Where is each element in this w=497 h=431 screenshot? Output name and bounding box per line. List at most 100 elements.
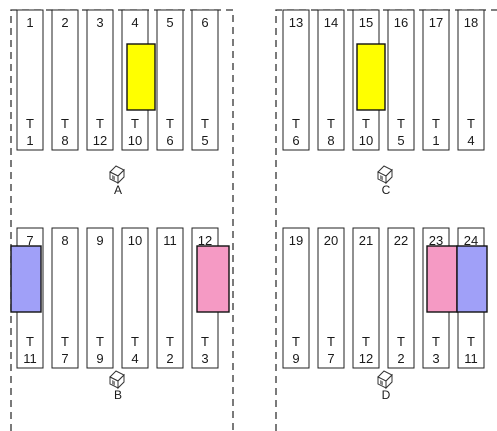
plot-outline bbox=[191, 9, 219, 151]
plot-outline bbox=[156, 227, 184, 369]
plot-outline bbox=[422, 9, 450, 151]
treatment-value: 12 bbox=[93, 133, 107, 148]
plot-5: 5T6 bbox=[156, 9, 184, 151]
plot-highlight bbox=[456, 245, 488, 313]
treatment-prefix: T bbox=[26, 334, 34, 349]
plot-outline bbox=[121, 227, 149, 369]
house-icon bbox=[109, 370, 125, 390]
plot-outline bbox=[457, 9, 485, 151]
plot-number: 23 bbox=[429, 233, 443, 248]
plot-highlight bbox=[126, 43, 156, 111]
treatment-prefix: T bbox=[201, 116, 209, 131]
plot-number: 18 bbox=[464, 15, 478, 30]
treatment-value: 7 bbox=[61, 351, 68, 366]
plot-outline bbox=[387, 227, 415, 369]
treatment-prefix: T bbox=[327, 116, 335, 131]
plot-number: 9 bbox=[96, 233, 103, 248]
plot-outline bbox=[86, 227, 114, 369]
treatment-value: 5 bbox=[201, 133, 208, 148]
treatment-prefix: T bbox=[292, 334, 300, 349]
house-icon bbox=[377, 370, 393, 390]
treatment-prefix: T bbox=[397, 334, 405, 349]
plot-number: 6 bbox=[201, 15, 208, 30]
plot-number: 12 bbox=[198, 233, 212, 248]
treatment-value: 5 bbox=[397, 133, 404, 148]
plot-outline bbox=[352, 227, 380, 369]
treatment-prefix: T bbox=[61, 334, 69, 349]
plot-number: 11 bbox=[163, 233, 177, 248]
plot-number: 2 bbox=[61, 15, 68, 30]
plot-outline bbox=[282, 9, 310, 151]
treatment-value: 4 bbox=[131, 351, 138, 366]
plot-number: 20 bbox=[324, 233, 338, 248]
plot-number: 10 bbox=[128, 233, 142, 248]
plot-outline bbox=[86, 9, 114, 151]
plot-number: 14 bbox=[324, 15, 338, 30]
house-icon bbox=[109, 165, 125, 185]
treatment-value: 11 bbox=[464, 351, 478, 366]
treatment-prefix: T bbox=[166, 116, 174, 131]
block-label: B bbox=[114, 388, 122, 402]
treatment-prefix: T bbox=[397, 116, 405, 131]
plot-highlight bbox=[356, 43, 386, 111]
treatment-value: 3 bbox=[201, 351, 208, 366]
plot-outline bbox=[156, 9, 184, 151]
treatment-value: 6 bbox=[166, 133, 173, 148]
treatment-prefix: T bbox=[467, 116, 475, 131]
plot-number: 3 bbox=[96, 15, 103, 30]
treatment-prefix: T bbox=[362, 334, 370, 349]
treatment-value: 6 bbox=[292, 133, 299, 148]
plot-3: 3T 12 bbox=[86, 9, 114, 151]
block-label: C bbox=[382, 183, 391, 197]
block-label: D bbox=[382, 388, 391, 402]
block-label: A bbox=[114, 183, 122, 197]
treatment-value: 9 bbox=[96, 351, 103, 366]
treatment-prefix: T bbox=[131, 116, 139, 131]
plot-number: 24 bbox=[464, 233, 478, 248]
plot-16: 16T 5 bbox=[387, 9, 415, 151]
treatment-value: 1 bbox=[432, 133, 439, 148]
plot-outline bbox=[317, 227, 345, 369]
plot-number: 7 bbox=[26, 233, 33, 248]
plot-number: 15 bbox=[359, 15, 373, 30]
treatment-prefix: T bbox=[166, 334, 174, 349]
plot-6: 6T 5 bbox=[191, 9, 219, 151]
plot-highlight bbox=[196, 245, 230, 313]
treatment-prefix: T bbox=[96, 334, 104, 349]
plot-number: 16 bbox=[394, 15, 408, 30]
plot-outline bbox=[387, 9, 415, 151]
plot-8: 8T7 bbox=[51, 227, 79, 369]
treatment-prefix: T bbox=[131, 334, 139, 349]
plot-number: 13 bbox=[289, 15, 303, 30]
plot-10: 10T 4 bbox=[121, 227, 149, 369]
plot-highlight bbox=[426, 245, 458, 313]
plot-number: 21 bbox=[359, 233, 373, 248]
treatment-value: 8 bbox=[61, 133, 68, 148]
treatment-prefix: T bbox=[467, 334, 475, 349]
treatment-prefix: T bbox=[432, 334, 440, 349]
treatment-prefix: T bbox=[61, 116, 69, 131]
plot-number: 1 bbox=[26, 15, 33, 30]
treatment-prefix: T bbox=[362, 116, 370, 131]
plot-1: 1T1 bbox=[16, 9, 44, 151]
treatment-value: 8 bbox=[327, 133, 334, 148]
treatment-value: 10 bbox=[128, 133, 142, 148]
plot-9: 9T9 bbox=[86, 227, 114, 369]
plot-14: 14T 8 bbox=[317, 9, 345, 151]
plot-number: 22 bbox=[394, 233, 408, 248]
plot-number: 4 bbox=[131, 15, 138, 30]
treatment-prefix: T bbox=[96, 116, 104, 131]
